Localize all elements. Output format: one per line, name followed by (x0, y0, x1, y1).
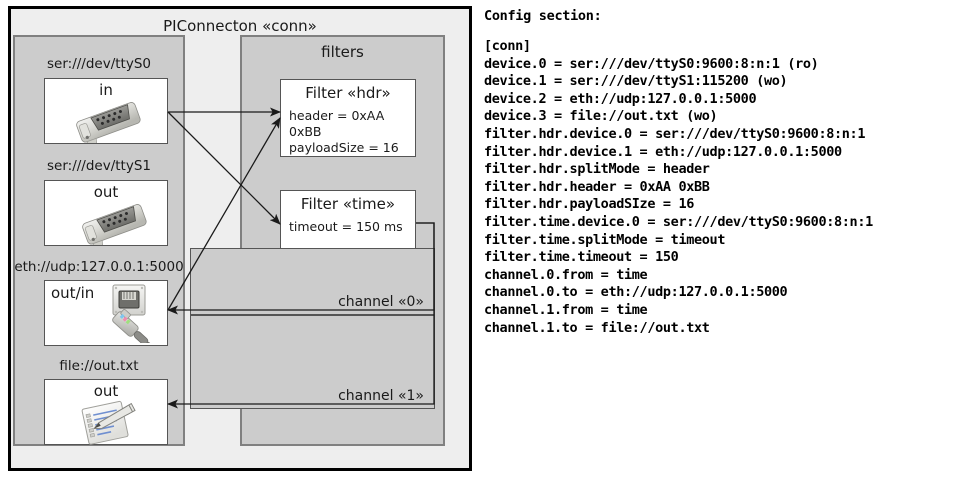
filter-title-time: Filter «time» (300, 195, 396, 213)
filter-title-hdr: Filter «hdr» (305, 84, 391, 102)
filter-attr: header = 0xAA 0xBB (289, 108, 385, 139)
device-label-ttyS0: ser:///dev/ttyS0 (47, 56, 151, 72)
device-direction-ttyS0: in (99, 81, 113, 99)
filter-attrs-time: timeout = 150 ms (289, 219, 403, 235)
filters-panel-title: filters (321, 43, 364, 61)
config-text: [conn] device.0 = ser:///dev/ttyS0:9600:… (484, 38, 873, 336)
channel-box-0[interactable]: channel «0» (190, 248, 435, 315)
channel-box-1[interactable]: channel «1» (190, 315, 435, 409)
filter-attr: payloadSize = 16 (289, 140, 399, 155)
device-label-ttyS1: ser:///dev/ttyS1 (47, 158, 151, 174)
diagram-title: PIConnecton «conn» (163, 17, 317, 35)
channel-label-1: channel «1» (338, 388, 424, 404)
config-section: Config section: [conn] device.0 = ser://… (484, 8, 960, 337)
filter-attrs-hdr: header = 0xAA 0xBB payloadSize = 16 (289, 108, 415, 156)
channel-label-0: channel «0» (338, 294, 424, 310)
filter-attr: timeout = 150 ms (289, 219, 403, 234)
device-direction-eth: out/in (51, 284, 95, 302)
device-label-eth: eth://udp:127.0.0.1:5000 (14, 259, 184, 275)
device-node-ttyS1[interactable]: out (44, 180, 168, 252)
serial-port-icon (75, 201, 155, 252)
device-node-eth[interactable]: out/in (44, 280, 168, 349)
ethernet-socket-icon (99, 283, 161, 349)
device-node-ttyS0[interactable]: in (44, 78, 168, 150)
serial-port-icon (69, 99, 149, 150)
config-heading: Config section: (484, 8, 602, 24)
device-label-file: file://out.txt (59, 358, 139, 374)
device-direction-ttyS1: out (93, 183, 119, 201)
document-pen-icon (79, 398, 143, 450)
device-node-file[interactable]: out (44, 379, 168, 445)
filter-node-hdr[interactable]: Filter «hdr» header = 0xAA 0xBB payloadS… (280, 79, 416, 157)
device-direction-file: out (93, 382, 119, 400)
